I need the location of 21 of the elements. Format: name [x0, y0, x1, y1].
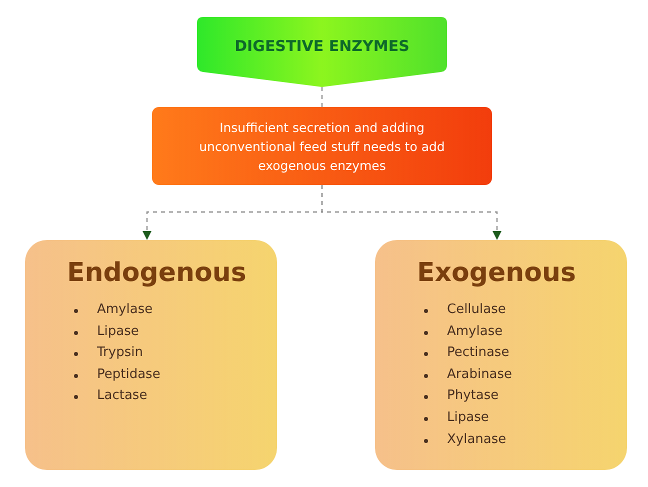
list-item: Cellulase — [447, 302, 506, 317]
category-card — [25, 240, 277, 470]
process-box — [152, 107, 492, 185]
dashed-arrow — [321, 185, 502, 240]
list-item: Amylase — [97, 302, 153, 317]
list-item: Lactase — [97, 388, 148, 404]
box-text: Insufficient secretion and adding unconventional feed stuff needs to add exogenous enzymes — [198, 118, 446, 174]
list-item: Amylase — [447, 324, 503, 339]
list-item: Lipase — [447, 410, 489, 425]
list-item: Xylanase — [447, 432, 506, 447]
category-card — [375, 240, 627, 470]
list-item: Arabinase — [447, 366, 512, 382]
card-heading: Endogenous — [67, 258, 246, 288]
list-item: Lipase — [97, 324, 139, 339]
banner-title: DIGESTIVE ENZYMES — [234, 37, 410, 55]
card-heading: Exogenous — [417, 258, 576, 288]
dashed-connector — [321, 87, 323, 107]
list-item: Peptidase — [97, 366, 160, 382]
list-item: Phytase — [447, 388, 499, 404]
list-item: Trypsin — [97, 345, 143, 360]
list-item: Pectinase — [447, 345, 510, 360]
